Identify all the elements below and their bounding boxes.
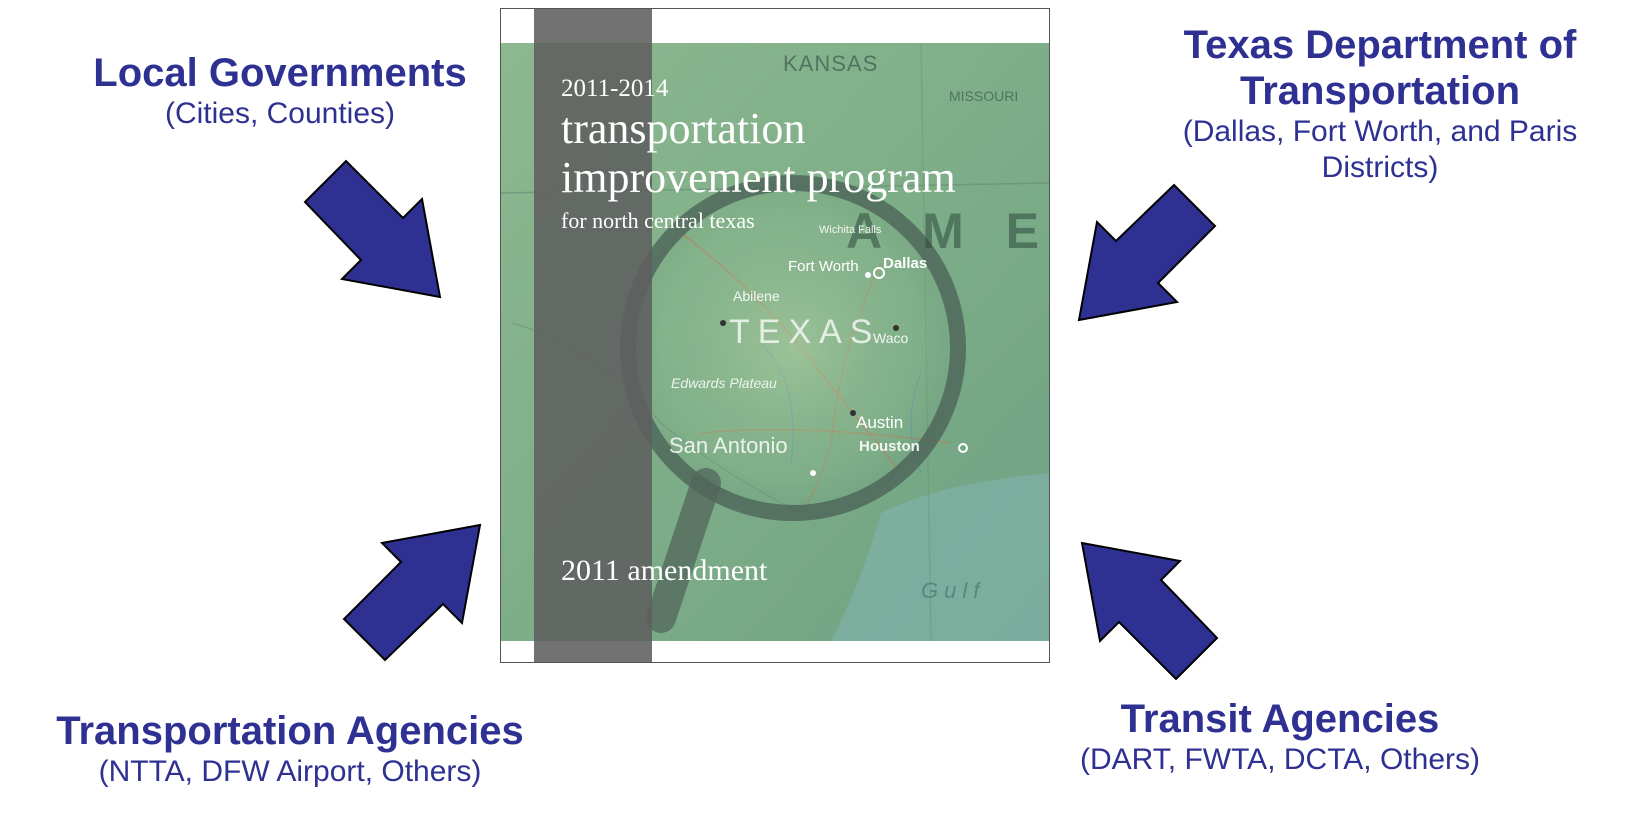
map-label-missouri: MISSOURI bbox=[949, 88, 1018, 104]
transportation-agencies-subtitle: (NTTA, DFW Airport, Others) bbox=[98, 755, 482, 788]
local-governments-subtitle: (Cities, Counties) bbox=[164, 97, 396, 130]
txdot-label: Texas Department of Transportation (Dall… bbox=[1120, 22, 1640, 186]
cover-amendment: 2011 amendment bbox=[561, 554, 768, 587]
cover-title-line2: improvement program bbox=[561, 153, 956, 202]
cover-years: 2011-2014 bbox=[561, 75, 669, 102]
transportation-agencies-title: Transportation Agencies bbox=[56, 709, 524, 753]
transit-agencies-subtitle: (DART, FWTA, DCTA, Others) bbox=[1079, 743, 1480, 776]
local-governments-title: Local Governments bbox=[93, 51, 467, 95]
tip-report-cover: KANSAS MISSOURI A M E TEXAS Dallas Fort … bbox=[500, 8, 1050, 663]
txdot-subtitle-line1: (Dallas, Fort Worth, and Paris bbox=[1182, 115, 1578, 148]
arrow-from-local-governments bbox=[303, 159, 442, 299]
map-label-san-antonio: San Antonio bbox=[669, 433, 788, 458]
map-label-austin: Austin bbox=[856, 413, 903, 432]
arrow-from-txdot bbox=[1077, 183, 1217, 322]
map-label-kansas: KANSAS bbox=[783, 51, 878, 76]
txdot-title-line1: Texas Department of bbox=[1183, 23, 1577, 67]
transit-agencies-label: Transit Agencies (DART, FWTA, DCTA, Othe… bbox=[1020, 696, 1540, 778]
arrow-from-transportation-agencies bbox=[342, 523, 482, 662]
map-label-wichita-falls: Wichita Falls bbox=[819, 224, 882, 236]
cover-title-line3: for north central texas bbox=[561, 208, 755, 233]
map-label-texas: TEXAS bbox=[729, 313, 880, 351]
map-label-waco: Waco bbox=[873, 330, 908, 346]
map-label-america-letters: A M E bbox=[846, 203, 1049, 259]
cover-title-line1: transportation bbox=[561, 104, 806, 153]
txdot-subtitle-line2: Districts) bbox=[1321, 151, 1439, 184]
arrow-from-transit-agencies bbox=[1080, 541, 1219, 681]
map-label-dallas: Dallas bbox=[883, 255, 927, 272]
cover-gray-band bbox=[534, 9, 652, 662]
map-label-gulf: Gulf bbox=[921, 578, 985, 603]
map-label-houston: Houston bbox=[859, 438, 920, 455]
transit-agencies-title: Transit Agencies bbox=[1120, 697, 1440, 741]
local-governments-label: Local Governments (Cities, Counties) bbox=[20, 50, 540, 132]
map-label-edwards-plateau: Edwards Plateau bbox=[671, 375, 777, 391]
transportation-agencies-label: Transportation Agencies (NTTA, DFW Airpo… bbox=[0, 708, 580, 790]
map-label-abilene: Abilene bbox=[733, 288, 780, 304]
txdot-title-line2: Transportation bbox=[1239, 69, 1521, 113]
map-label-fort-worth: Fort Worth bbox=[788, 258, 859, 275]
